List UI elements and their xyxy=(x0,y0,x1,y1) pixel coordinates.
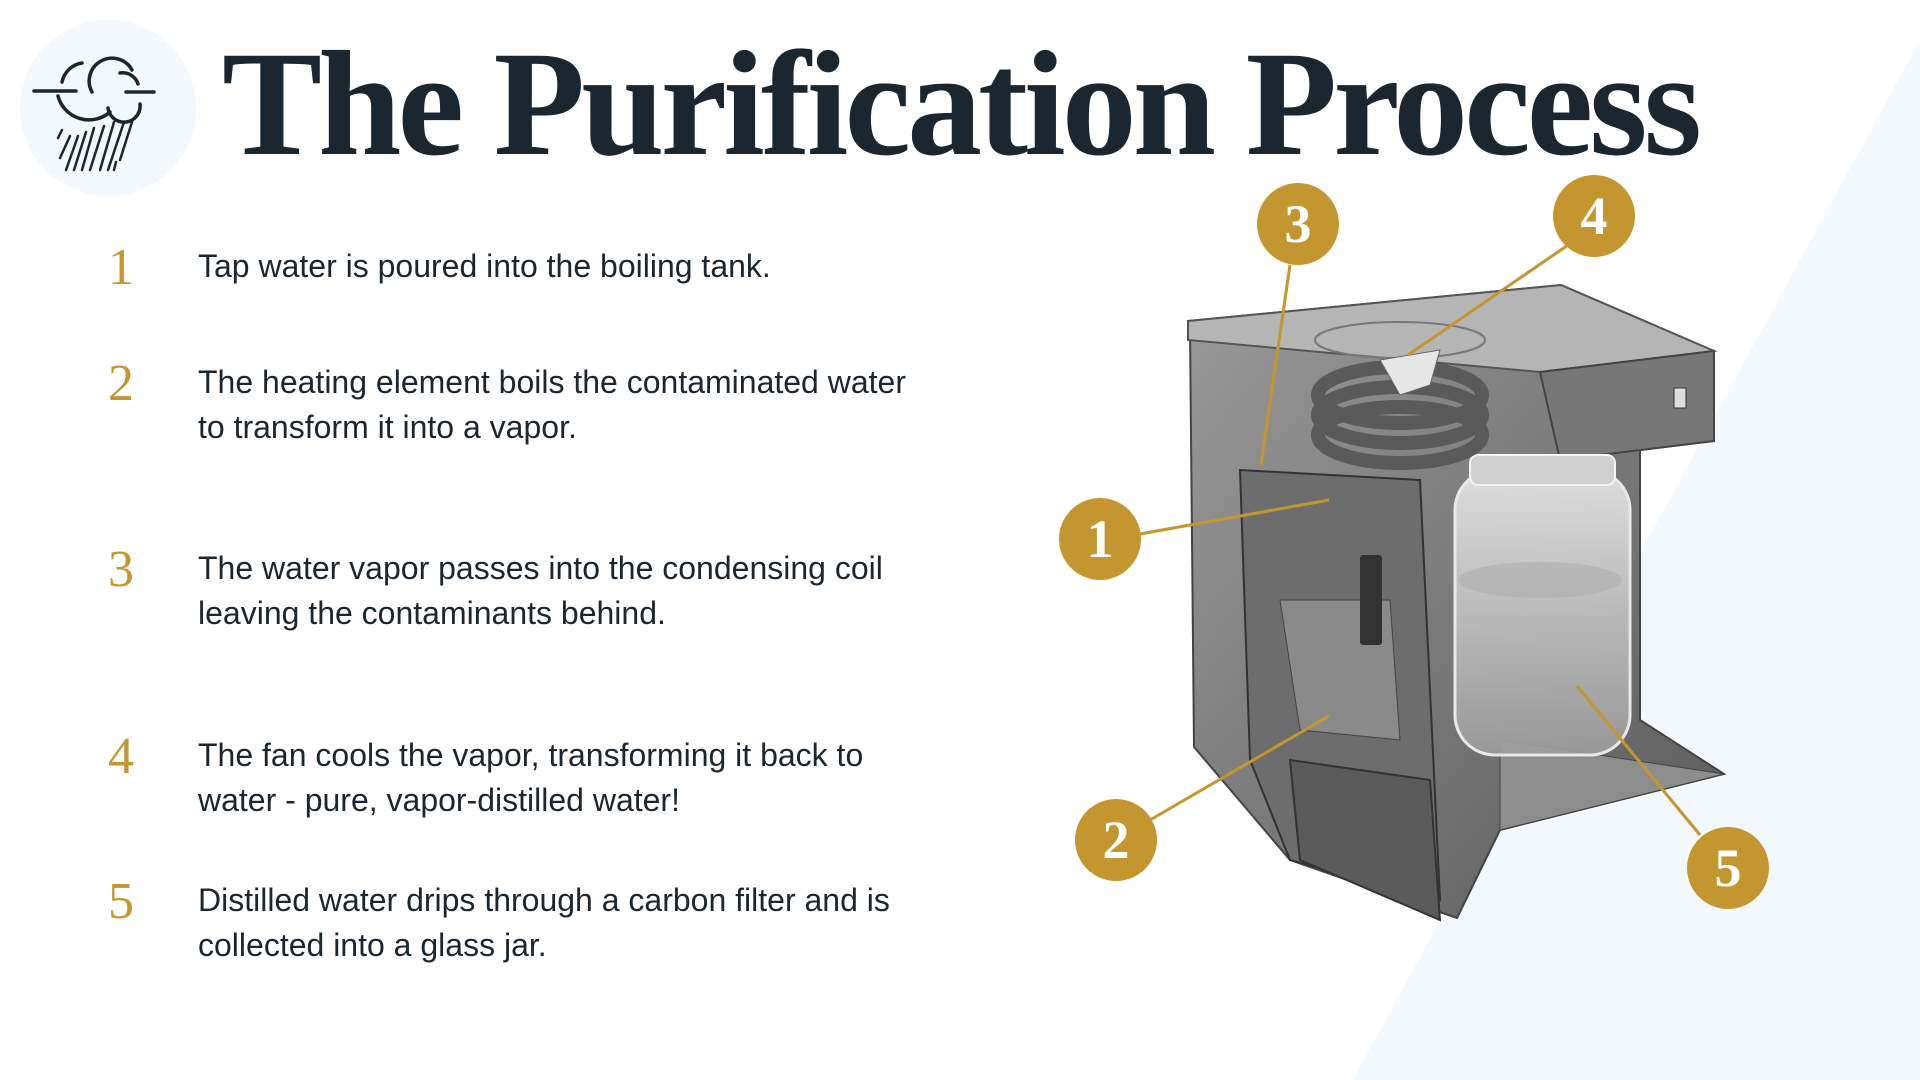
callout-2: 2 xyxy=(1075,799,1157,881)
callout-lines xyxy=(1139,243,1702,836)
step-number: 2 xyxy=(108,355,134,412)
step-text: Tap water is poured into the boiling tan… xyxy=(198,248,771,284)
callout-5: 5 xyxy=(1687,827,1769,909)
cloud-rain-icon xyxy=(32,56,156,172)
step-text: The water vapor passes into the condensi… xyxy=(198,550,883,631)
page-title: The Purification Process xyxy=(222,21,1702,187)
callout-4: 4 xyxy=(1553,175,1635,257)
fan xyxy=(1314,321,1486,396)
step-text: The fan cools the vapor, transforming it… xyxy=(198,737,864,818)
logo xyxy=(20,20,196,196)
step-text: The heating element boils the contaminat… xyxy=(198,364,906,445)
callout-3: 3 xyxy=(1257,183,1339,265)
step-number: 4 xyxy=(108,728,134,785)
step-number: 3 xyxy=(108,541,134,598)
step-number: 5 xyxy=(108,873,134,930)
glass-jar xyxy=(1453,454,1632,757)
step-number: 1 xyxy=(108,239,134,296)
callout-1: 1 xyxy=(1059,498,1141,580)
step-text: Distilled water drips through a carbon f… xyxy=(198,882,890,963)
